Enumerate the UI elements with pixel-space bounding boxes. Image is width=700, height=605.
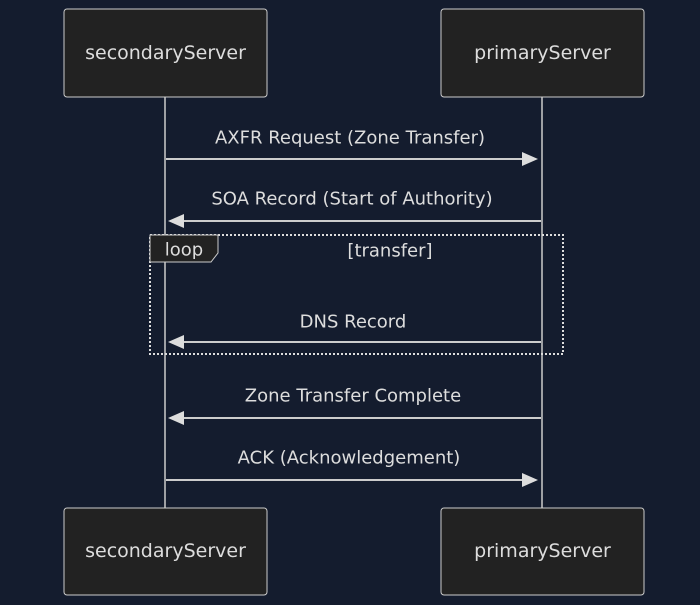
message-dns-record: DNS Record (168, 312, 541, 349)
message-zone-transfer-complete-arrowhead (168, 411, 184, 425)
actor-primary-server-top: primaryServer (440, 8, 645, 98)
message-ack: ACK (Acknowledgement) (166, 448, 538, 487)
message-soa-record-label: SOA Record (Start of Authority) (211, 189, 492, 210)
message-ack-arrowhead (522, 473, 538, 487)
message-dns-record-label: DNS Record (300, 312, 407, 333)
actor-secondary-server-top: secondaryServer (63, 8, 268, 98)
actor-secondary-server-bottom: secondaryServer (63, 507, 268, 596)
message-dns-record-arrowhead (168, 335, 184, 349)
message-axfr-request-label: AXFR Request (Zone Transfer) (215, 128, 485, 149)
actor-secondary-server-top-label: secondaryServer (85, 42, 246, 64)
loop-condition: [transfer] (347, 241, 432, 262)
actor-primary-server-bottom-label: primaryServer (474, 540, 611, 562)
loop-frame (149, 234, 564, 355)
actor-primary-server-bottom: primaryServer (440, 507, 645, 596)
actor-secondary-server-bottom-label: secondaryServer (85, 540, 246, 562)
message-zone-transfer-complete: Zone Transfer Complete (168, 386, 541, 425)
message-soa-record: SOA Record (Start of Authority) (168, 189, 541, 228)
loop-keyword: loop (165, 240, 203, 261)
message-zone-transfer-complete-label: Zone Transfer Complete (245, 386, 461, 407)
actor-primary-server-top-label: primaryServer (474, 42, 611, 64)
message-soa-record-arrowhead (168, 214, 184, 228)
message-axfr-request-arrowhead (522, 152, 538, 166)
loop-label-tab (149, 234, 219, 263)
message-ack-label: ACK (Acknowledgement) (238, 448, 461, 469)
loop-block: loop [transfer] (149, 234, 564, 355)
message-axfr-request: AXFR Request (Zone Transfer) (166, 128, 538, 166)
